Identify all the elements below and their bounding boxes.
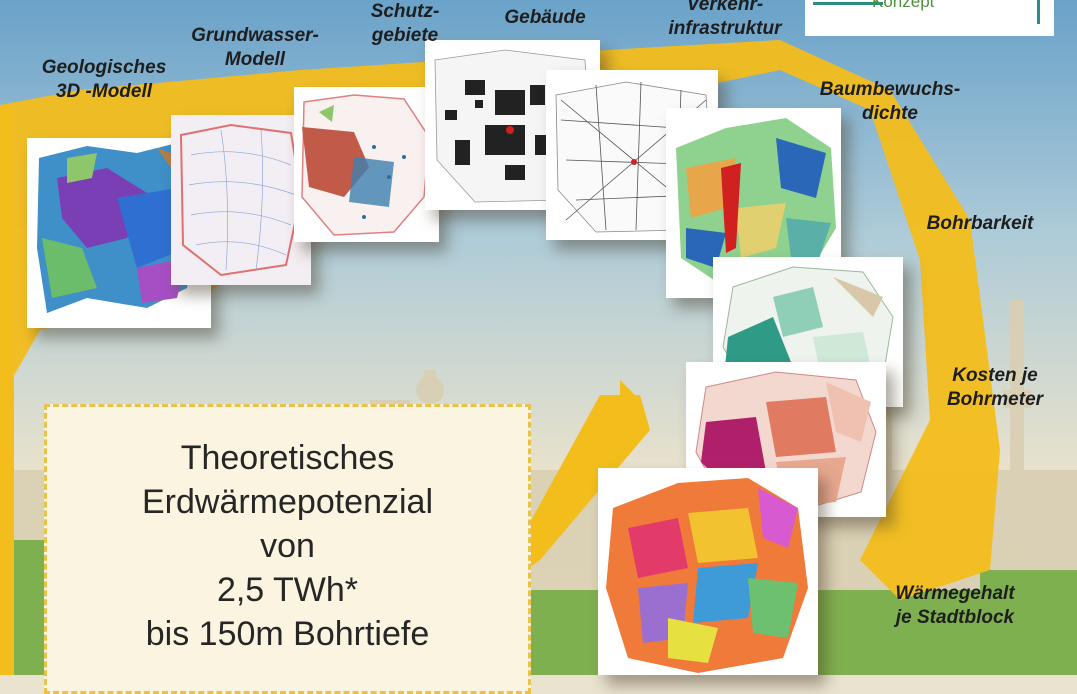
label-bohrbarkeit: Bohrbarkeit [926,213,1034,234]
callout-line-2: Erdwärmepotenzial [141,483,434,521]
logo-icon [813,0,1040,24]
label-kosten-je-bohrmeter: Kosten je Bohrmeter [946,365,1044,410]
logo-box [805,0,1054,36]
potential-callout-text: Theoretisches Erdwärmepotenzial von 2,5 … [44,436,531,656]
grundwasser-modell-map [171,115,311,285]
logo-text: Konzept [872,0,935,11]
label-geologisches-3d-modell: Geologisches 3D -Modell [41,57,167,102]
callout-line-1: Theoretisches [180,439,395,477]
label-verkehrsinfrastruktur: Verkehr- infrastruktur [668,0,782,39]
label-schutzgebiete: Schutz- gebiete [370,1,440,46]
label-baumbewuchsdichte: Baumbewuchs- dichte [819,79,961,124]
callout-line-5: bis 150m Bohrtiefe [145,615,430,653]
callout-line-3: von [260,527,315,565]
callout-line-4: 2,5 TWh* [216,571,359,609]
label-gebaeude: Gebäude [504,7,586,28]
label-grundwasser-modell: Grundwasser- Modell [191,25,319,70]
schutzgebiete-map [294,87,439,242]
potential-callout-box [44,404,531,694]
waermegehalt-je-stadtblock-map [598,468,818,675]
label-waermegehalt-je-stadtblock: Wärmegehalt je Stadtblock [895,583,1015,628]
